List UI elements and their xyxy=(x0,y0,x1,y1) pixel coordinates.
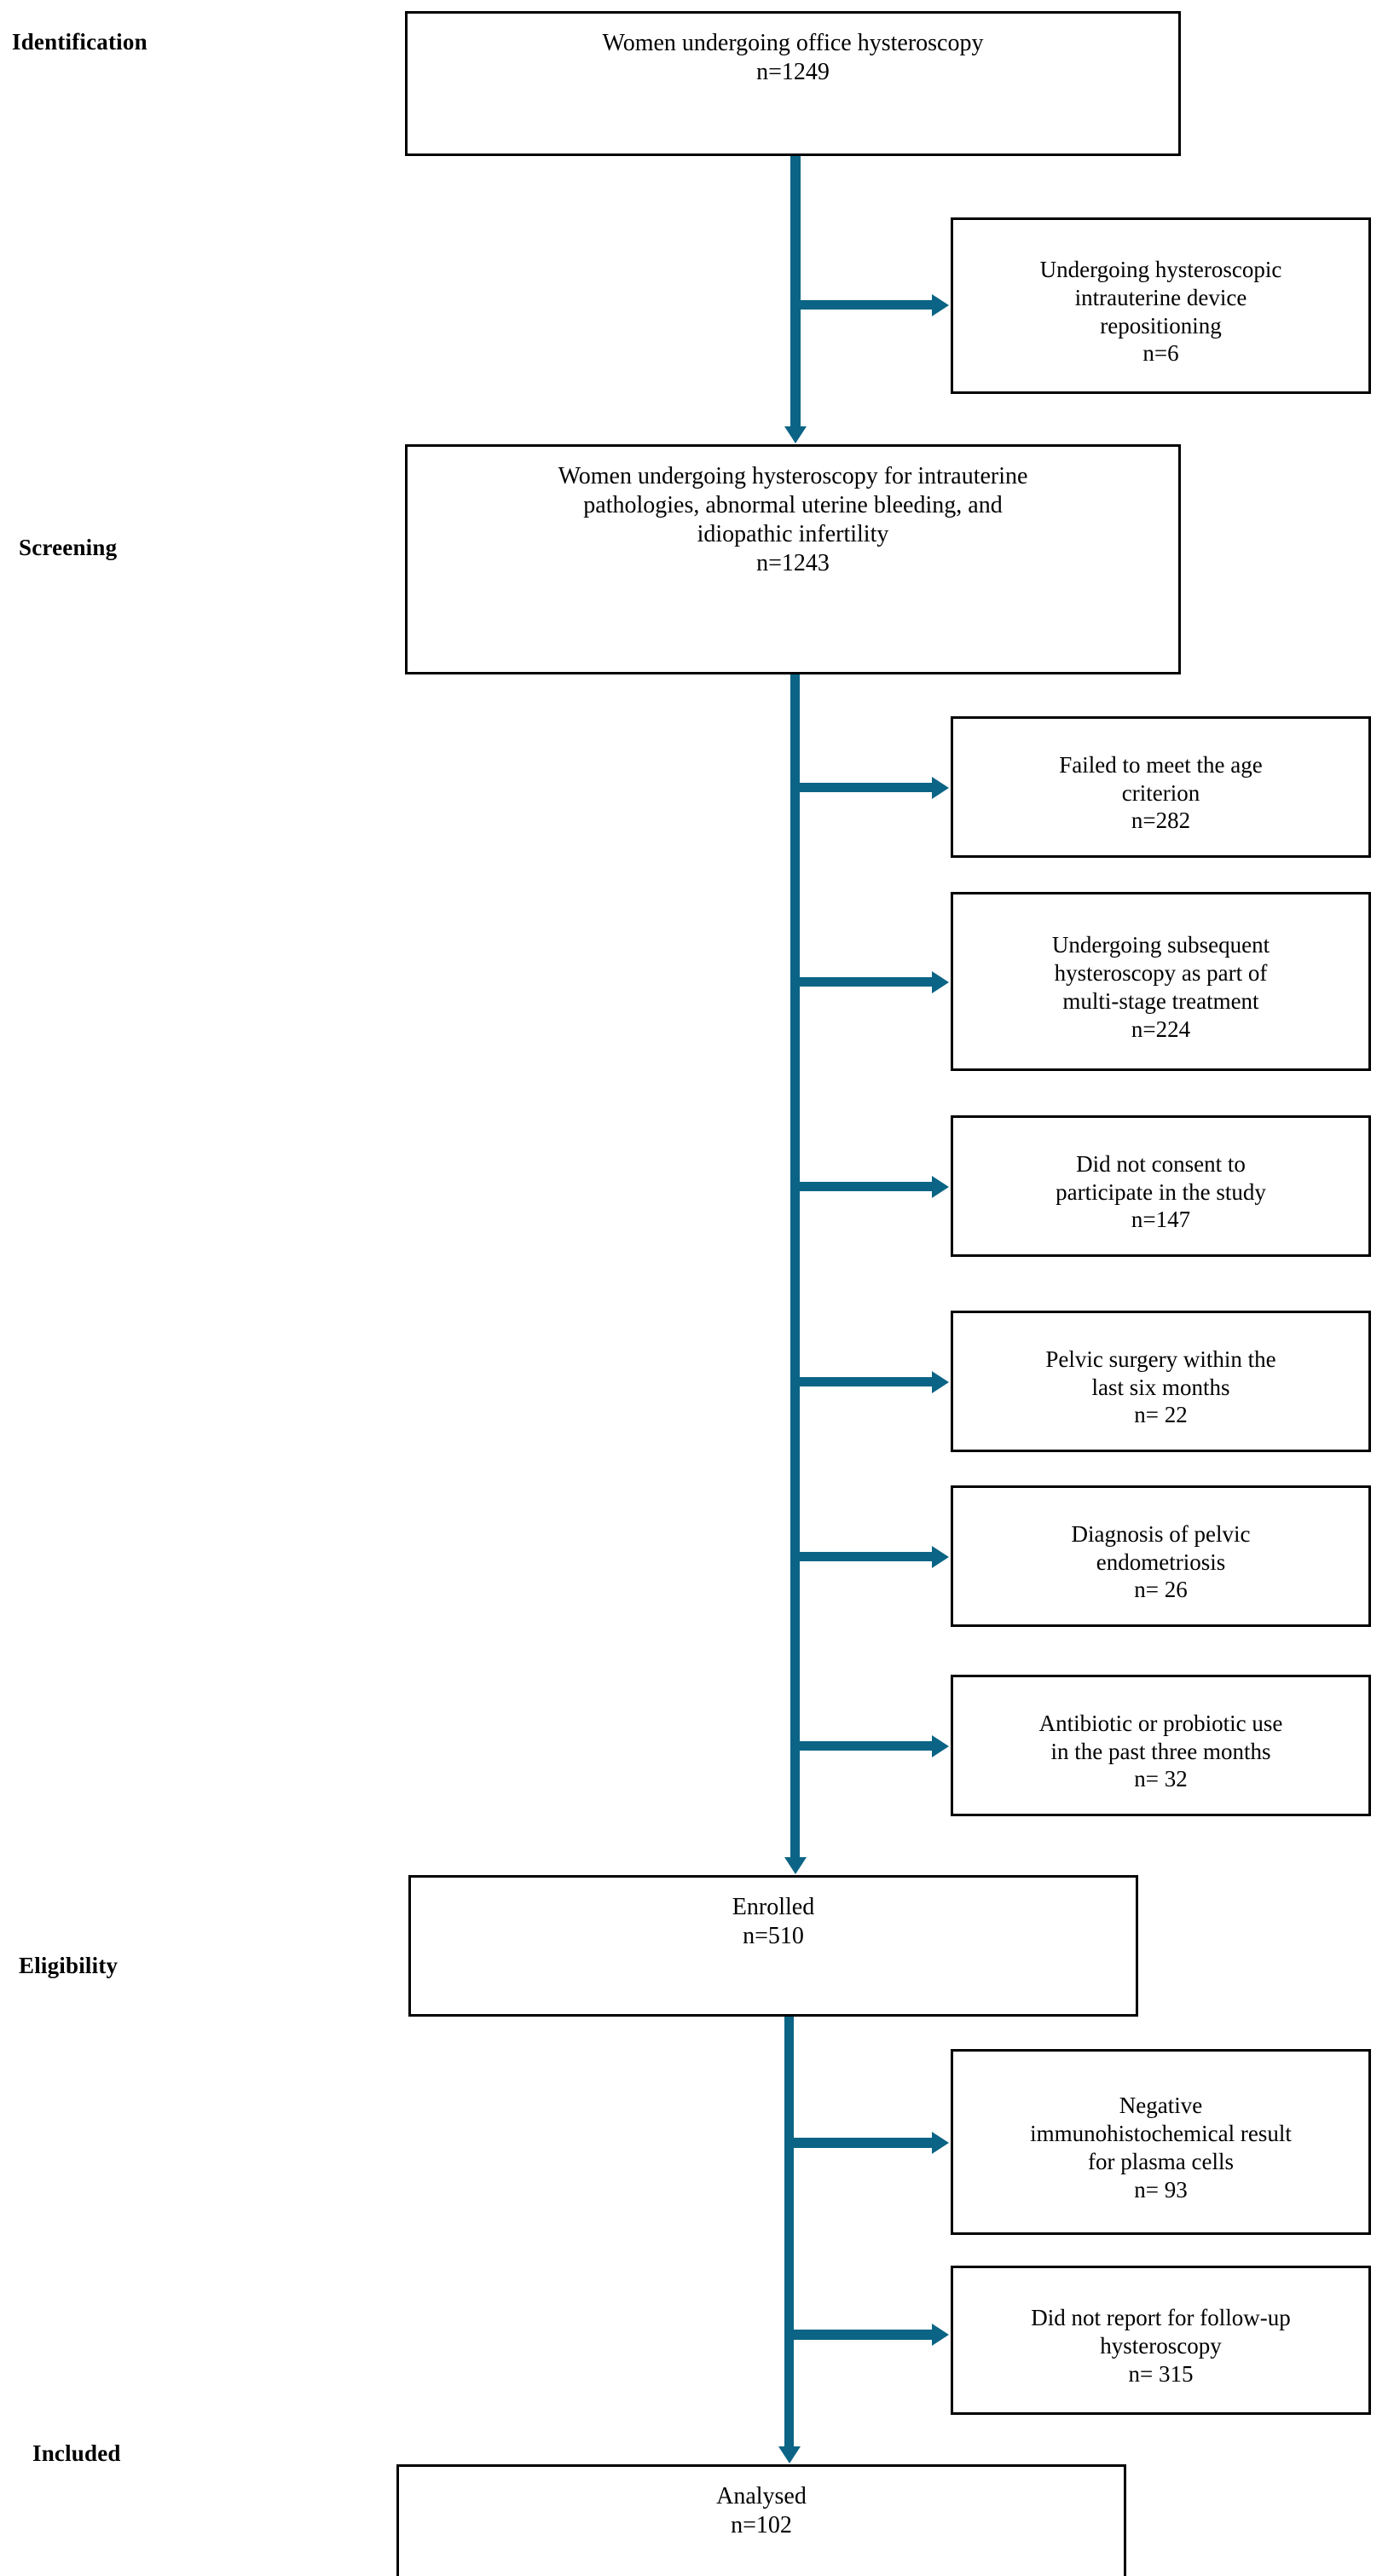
exclusion-box-no-consent-text: Did not consent to participate in the st… xyxy=(1056,1150,1266,1233)
arrow-down-to-enrolled-box xyxy=(784,1857,807,1874)
arrow-right-to-no-consent xyxy=(932,1176,949,1198)
exclusion-box-multi-stage-treatment: Undergoing subsequent hysteroscopy as pa… xyxy=(951,892,1371,1071)
connector-trunk-identification-to-screening xyxy=(790,156,801,427)
arrow-right-to-age-criterion xyxy=(932,777,949,799)
arrow-down-to-screening-box xyxy=(784,426,807,443)
exclusion-box-negative-ihc: Negative immunohistochemical result for … xyxy=(951,2049,1371,2235)
main-box-analysed-text: Analysed n=102 xyxy=(716,2483,807,2539)
exclusion-box-no-consent: Did not consent to participate in the st… xyxy=(951,1115,1371,1257)
connector-branch-negative-ihc xyxy=(784,2138,934,2148)
main-box-office-hysteroscopy-text: Women undergoing office hysteroscopy n=1… xyxy=(602,30,984,86)
arrow-right-to-multi-stage-treatment xyxy=(932,971,949,993)
stage-label-included: Included xyxy=(32,2440,121,2466)
exclusion-box-pelvic-surgery-text: Pelvic surgery within the last six month… xyxy=(1045,1346,1276,1428)
exclusion-box-endometriosis-text: Diagnosis of pelvic endometriosis n= 26 xyxy=(1071,1520,1251,1603)
stage-label-eligibility: Eligibility xyxy=(19,1953,119,1978)
connector-branch-iud-repositioning xyxy=(790,300,934,310)
arrow-right-to-negative-ihc xyxy=(932,2132,949,2154)
arrow-right-to-pelvic-surgery xyxy=(932,1371,949,1393)
exclusion-box-negative-ihc-text: Negative immunohistochemical result for … xyxy=(1030,2093,1292,2203)
main-box-enrolled-text: Enrolled n=510 xyxy=(732,1894,815,1950)
connector-branch-age-criterion xyxy=(790,783,934,792)
arrow-right-to-no-follow-up xyxy=(932,2324,949,2346)
arrow-right-to-iud-repositioning xyxy=(932,294,949,316)
stage-label-identification: Identification xyxy=(12,29,147,55)
connector-trunk-eligibility-to-included xyxy=(784,2017,794,2452)
stage-label-screening: Screening xyxy=(19,535,118,560)
exclusion-box-antibiotic-probiotic-text: Antibiotic or probiotic use in the past … xyxy=(1038,1710,1283,1792)
connector-branch-no-follow-up xyxy=(784,2330,934,2340)
exclusion-box-iud-repositioning: Undergoing hysteroscopic intrauterine de… xyxy=(951,217,1371,394)
connector-trunk-screening-to-eligibility xyxy=(790,674,800,1858)
exclusion-box-age-criterion: Failed to meet the age criterion n=282 xyxy=(951,716,1371,858)
exclusion-box-no-follow-up-text: Did not report for follow-up hysteroscop… xyxy=(1031,2305,1291,2387)
exclusion-box-no-follow-up: Did not report for follow-up hysteroscop… xyxy=(951,2266,1371,2415)
connector-branch-no-consent xyxy=(790,1182,934,1191)
arrow-right-to-antibiotic-probiotic xyxy=(932,1735,949,1757)
connector-branch-multi-stage-treatment xyxy=(790,977,934,987)
exclusion-box-antibiotic-probiotic: Antibiotic or probiotic use in the past … xyxy=(951,1675,1371,1816)
exclusion-box-multi-stage-treatment-text: Undergoing subsequent hysteroscopy as pa… xyxy=(1051,932,1270,1042)
main-box-hysteroscopy-indications-text: Women undergoing hysteroscopy for intrau… xyxy=(558,463,1028,577)
main-box-office-hysteroscopy: Women undergoing office hysteroscopy n=1… xyxy=(405,11,1181,156)
arrow-right-to-endometriosis xyxy=(932,1546,949,1568)
exclusion-box-pelvic-surgery: Pelvic surgery within the last six month… xyxy=(951,1311,1371,1452)
exclusion-box-iud-repositioning-text: Undergoing hysteroscopic intrauterine de… xyxy=(1039,256,1282,367)
connector-branch-endometriosis xyxy=(790,1552,934,1561)
connector-branch-pelvic-surgery xyxy=(790,1377,934,1386)
exclusion-box-endometriosis: Diagnosis of pelvic endometriosis n= 26 xyxy=(951,1485,1371,1627)
exclusion-box-age-criterion-text: Failed to meet the age criterion n=282 xyxy=(1059,751,1263,834)
main-box-analysed: Analysed n=102 xyxy=(396,2464,1126,2576)
main-box-hysteroscopy-indications: Women undergoing hysteroscopy for intrau… xyxy=(405,444,1181,674)
connector-branch-antibiotic-probiotic xyxy=(790,1741,934,1751)
main-box-enrolled: Enrolled n=510 xyxy=(408,1875,1138,2017)
arrow-down-to-analysed-box xyxy=(778,2446,801,2463)
